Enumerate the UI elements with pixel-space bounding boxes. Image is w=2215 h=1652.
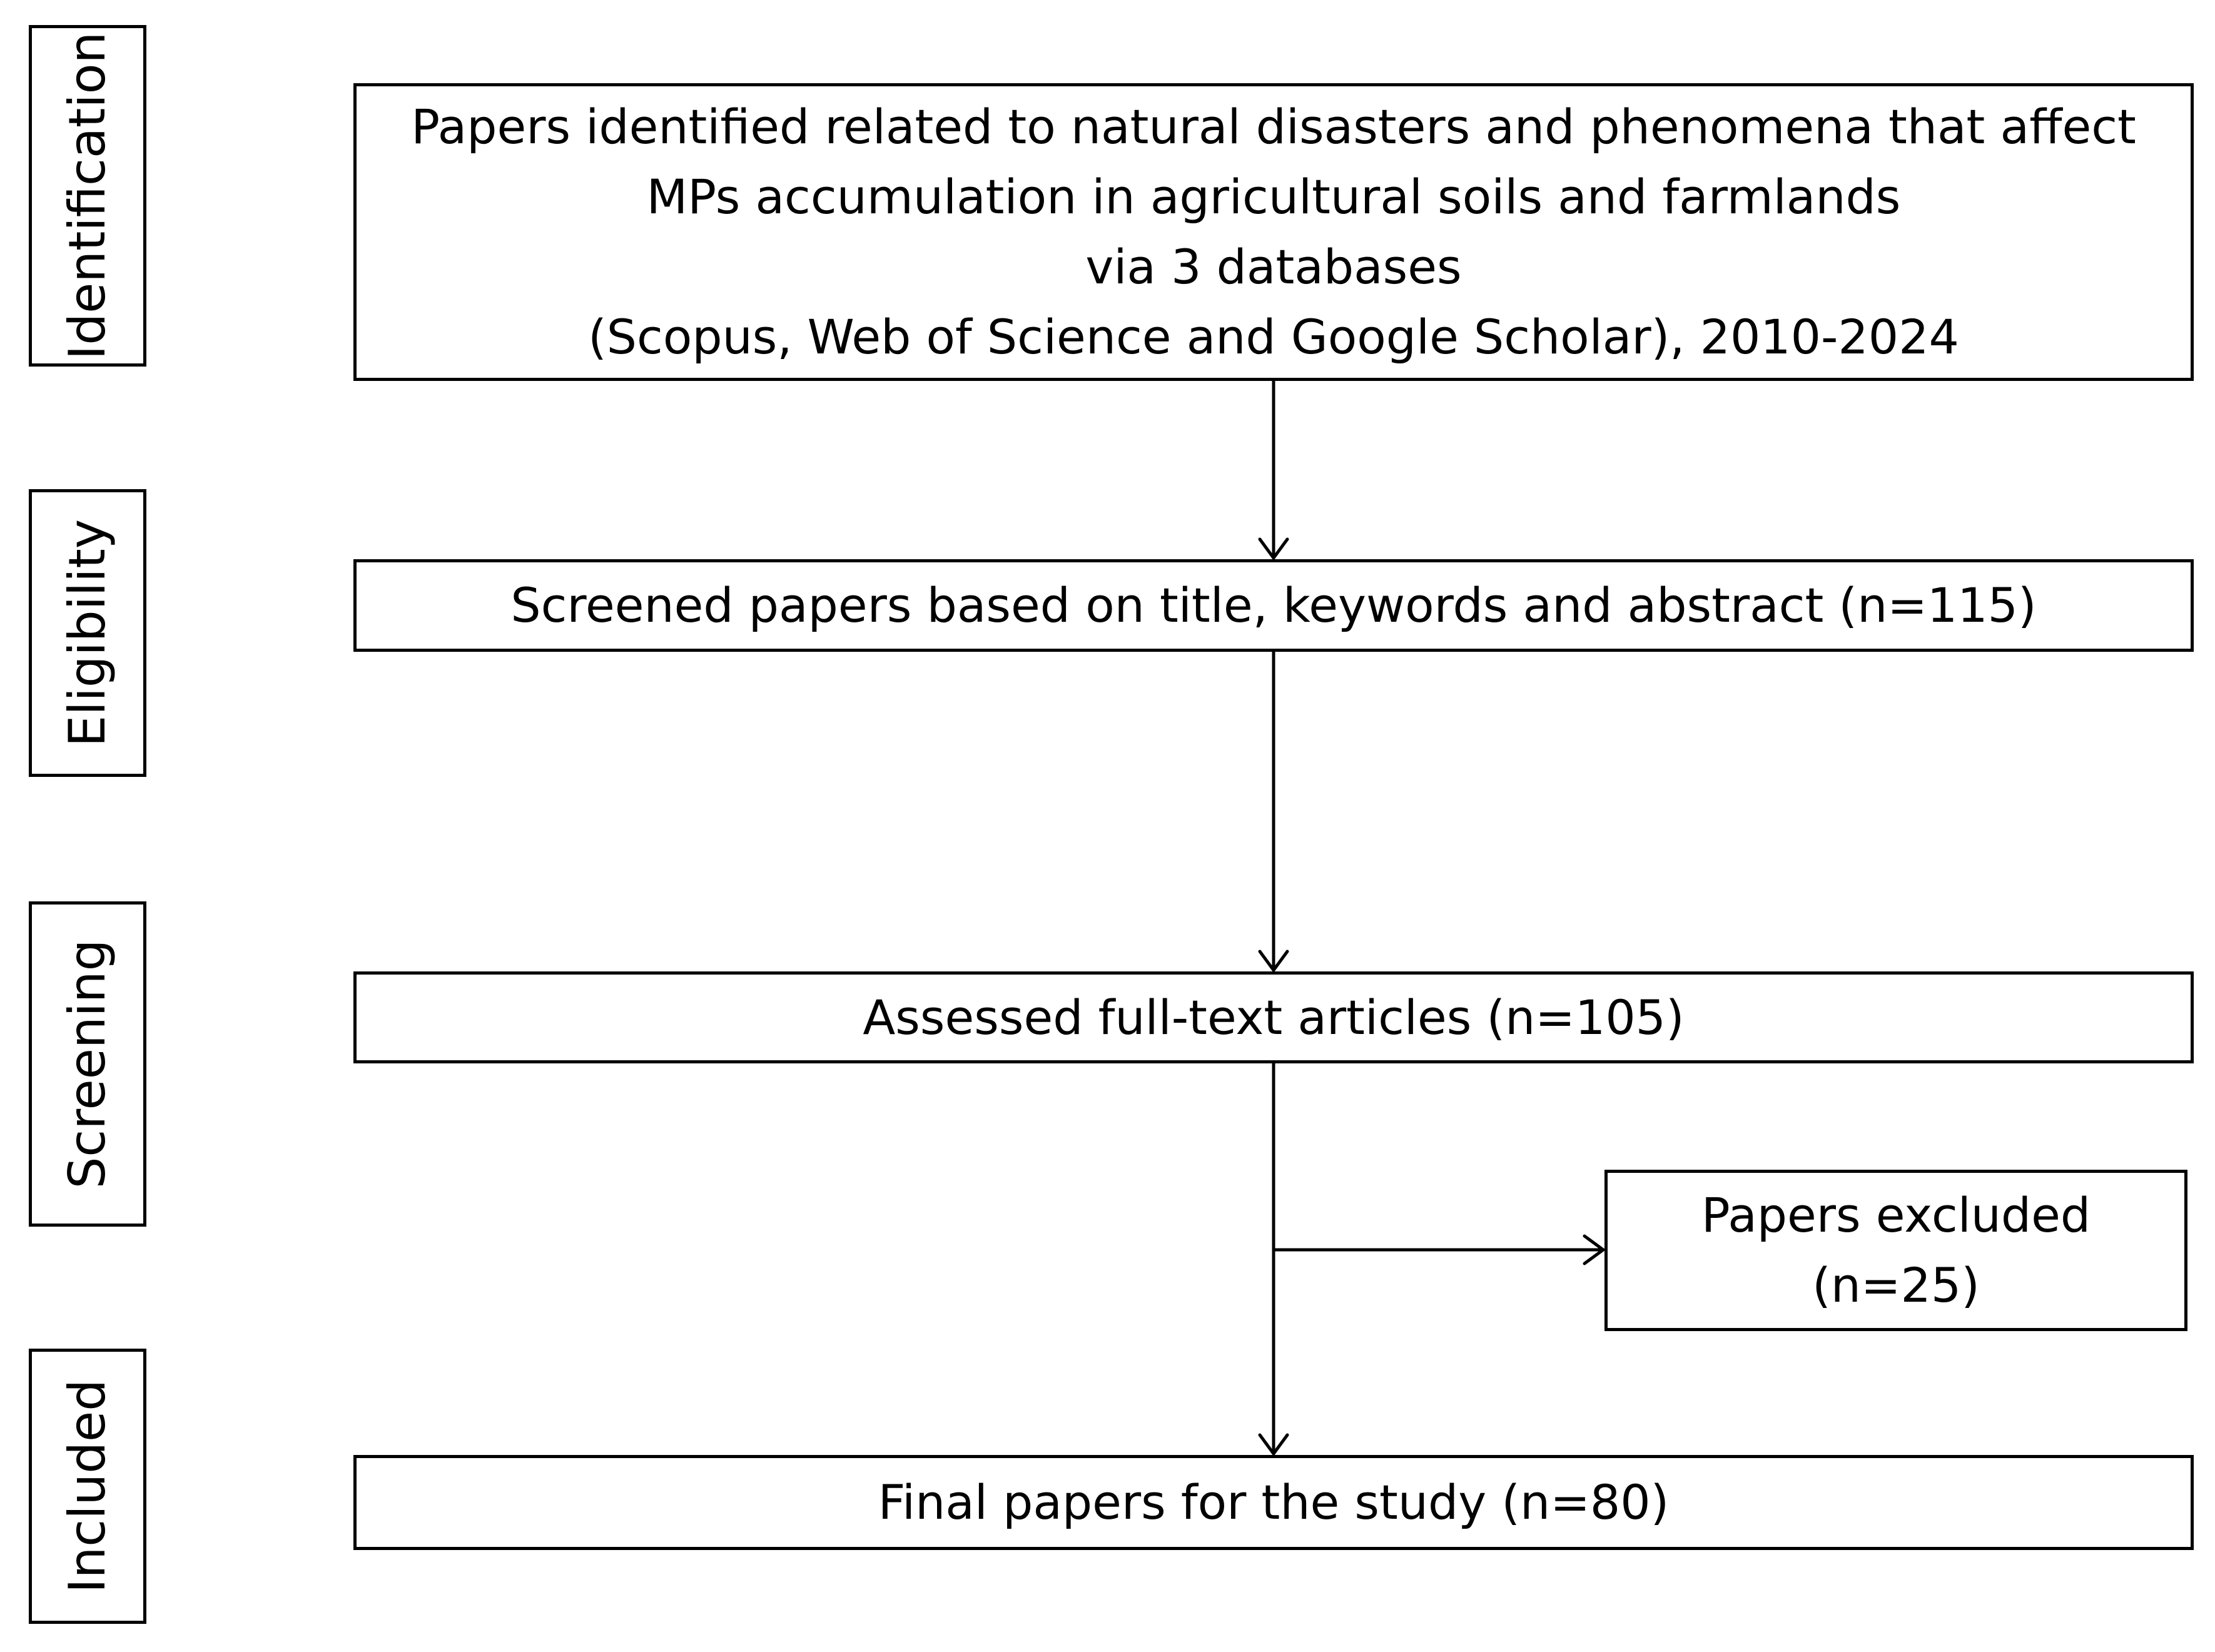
- stage-identification: Identification: [29, 25, 146, 367]
- arrowhead-assessed: [1258, 950, 1289, 972]
- excluded-papers-box: Papers excluded (n=25): [1604, 1170, 2187, 1331]
- identified-line-1: Papers identified related to natural dis…: [411, 99, 2136, 155]
- arrowhead-final: [1258, 1433, 1289, 1456]
- final-text: Final papers for the study (n=80): [878, 1474, 1670, 1530]
- stage-eligibility: Eligibility: [29, 489, 146, 777]
- stage-included: Included: [29, 1349, 146, 1624]
- excluded-line-2: (n=25): [1812, 1257, 1980, 1313]
- arrowhead-screened: [1258, 537, 1289, 560]
- excluded-line-1: Papers excluded: [1701, 1187, 2091, 1243]
- stage-label-eligibility: Eligibility: [58, 519, 116, 747]
- identified-line-2: MPs accumulation in agricultural soils a…: [646, 169, 1901, 225]
- arrowhead-excluded: [1583, 1234, 1605, 1265]
- identified-line-3: via 3 databases: [1085, 239, 1462, 295]
- stage-label-identification: Identification: [58, 31, 116, 360]
- screened-papers-box: Screened papers based on title, keywords…: [353, 559, 2194, 652]
- identified-papers-box: Papers identified related to natural dis…: [353, 83, 2194, 381]
- stage-screening: Screening: [29, 901, 146, 1227]
- assessed-articles-box: Assessed full-text articles (n=105): [353, 971, 2194, 1063]
- stage-label-included: Included: [58, 1379, 116, 1593]
- stage-label-screening: Screening: [58, 939, 116, 1189]
- final-papers-box: Final papers for the study (n=80): [353, 1455, 2194, 1550]
- screened-text: Screened papers based on title, keywords…: [510, 577, 2037, 633]
- assessed-text: Assessed full-text articles (n=105): [863, 989, 1685, 1045]
- identified-line-4: (Scopus, Web of Science and Google Schol…: [588, 309, 1959, 365]
